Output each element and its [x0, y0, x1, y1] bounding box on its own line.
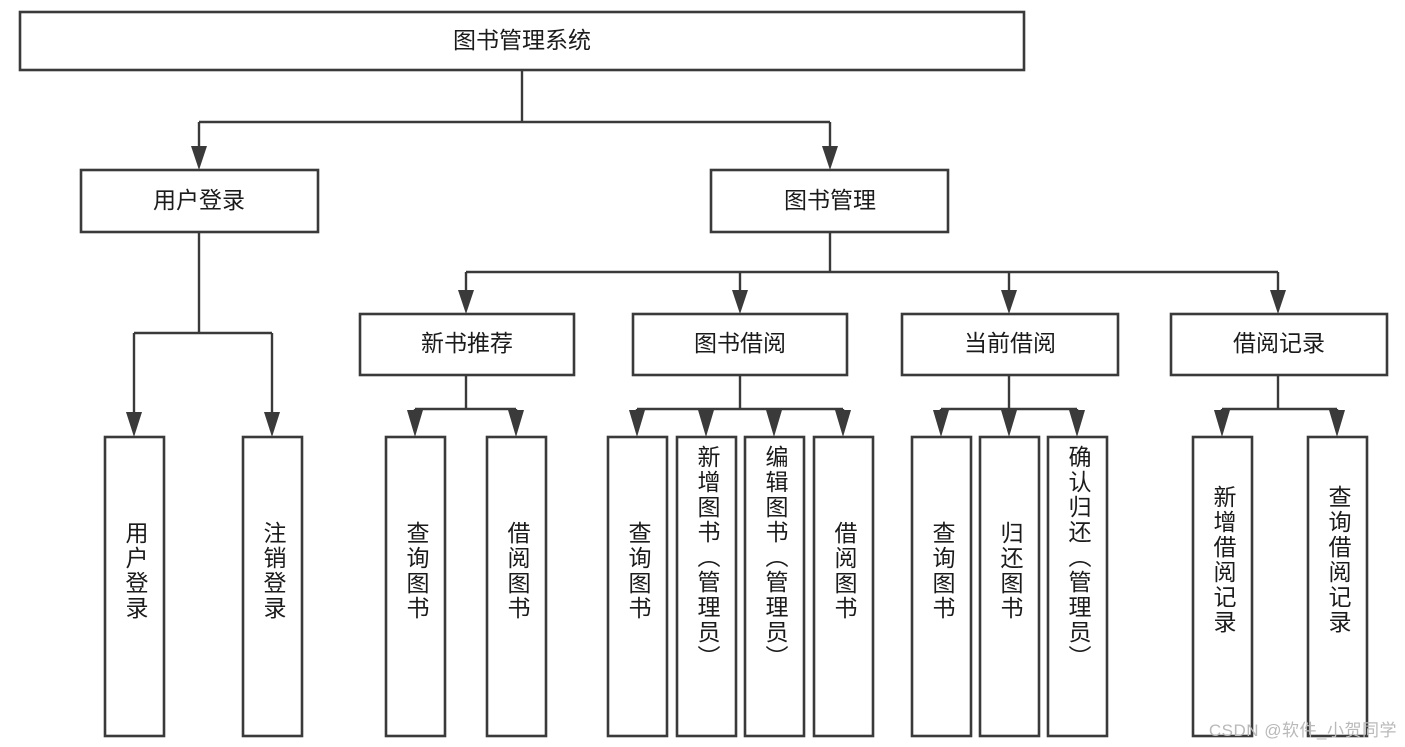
node-current-borrow[interactable]: 当前借阅 [900, 312, 1120, 377]
node-label-book-borrow: 图书借阅 [694, 330, 786, 356]
node-box-leaf-3[interactable] [485, 435, 548, 738]
arrow-book-c4 [1270, 290, 1286, 314]
node-box-borrow-record[interactable] [1169, 312, 1389, 377]
leaf-boxes [103, 435, 1369, 738]
node-root[interactable]: 图书管理系统 [18, 10, 1026, 72]
arrow-record-l1 [1214, 410, 1230, 437]
arrow-user-leaf1 [126, 412, 142, 437]
connector-group-user-login [126, 232, 280, 437]
arrow-user-leaf2 [264, 412, 280, 437]
node-box-book-borrow[interactable] [631, 312, 849, 377]
node-label-book-management: 图书管理 [784, 187, 876, 213]
node-box-leaf-6[interactable] [743, 435, 806, 738]
connector-group-borrow-record [1214, 375, 1345, 437]
node-box-leaf-0[interactable] [103, 435, 166, 738]
arrow-borrow-l4 [835, 410, 851, 437]
node-label-user-login: 用户登录 [153, 187, 245, 213]
node-box-leaf-4[interactable] [606, 435, 669, 738]
connector-group-new-book [407, 375, 524, 437]
connector-group-current-borrow [933, 375, 1085, 437]
connector-group-root [191, 70, 838, 170]
arrow-borrow-l2 [698, 410, 714, 437]
node-box-user-login[interactable] [79, 168, 320, 234]
node-book-borrow[interactable]: 图书借阅 [631, 312, 849, 377]
node-user-login[interactable]: 用户登录 [79, 168, 320, 234]
csdn-watermark: CSDN @软件_小贺同学 [1208, 721, 1397, 740]
node-box-root[interactable] [18, 10, 1026, 72]
arrow-borrow-l3 [766, 410, 782, 437]
arrow-record-l2 [1329, 410, 1345, 437]
node-box-leaf-2[interactable] [384, 435, 447, 738]
arrow-book-c2 [732, 290, 748, 314]
node-box-leaf-8[interactable] [910, 435, 973, 738]
node-box-current-borrow[interactable] [900, 312, 1120, 377]
arrow-book-c3 [1001, 290, 1017, 314]
node-box-leaf-7[interactable] [812, 435, 875, 738]
node-label-root: 图书管理系统 [453, 27, 591, 53]
node-box-leaf-10[interactable] [1046, 435, 1109, 738]
arrow-newbook-l1 [407, 410, 423, 437]
node-box-leaf-12[interactable] [1306, 435, 1369, 738]
node-book-management[interactable]: 图书管理 [709, 168, 950, 234]
node-new-book-recommend[interactable]: 新书推荐 [358, 312, 576, 377]
arrow-newbook-l2 [508, 410, 524, 437]
node-box-leaf-11[interactable] [1191, 435, 1254, 738]
connector-group-book-manage [458, 232, 1286, 314]
node-box-leaf-5[interactable] [675, 435, 738, 738]
node-box-book-management[interactable] [709, 168, 950, 234]
arrow-book-c1 [458, 290, 474, 314]
connector-group-book-borrow [629, 375, 851, 437]
arrow-current-l1 [933, 410, 949, 437]
arrow-borrow-l1 [629, 410, 645, 437]
arrow-current-l3 [1069, 410, 1085, 437]
node-box-leaf-9[interactable] [978, 435, 1041, 738]
node-box-new-book-recommend[interactable] [358, 312, 576, 377]
arrow-current-l2 [1001, 410, 1017, 437]
node-label-current-borrow: 当前借阅 [964, 330, 1056, 356]
arrow-root-to-user [191, 146, 207, 170]
node-box-leaf-1[interactable] [241, 435, 304, 738]
node-label-borrow-record: 借阅记录 [1233, 330, 1325, 356]
node-label-new-book-recommend: 新书推荐 [421, 330, 513, 356]
node-borrow-record[interactable]: 借阅记录 [1169, 312, 1389, 377]
arrow-root-to-book [822, 146, 838, 170]
